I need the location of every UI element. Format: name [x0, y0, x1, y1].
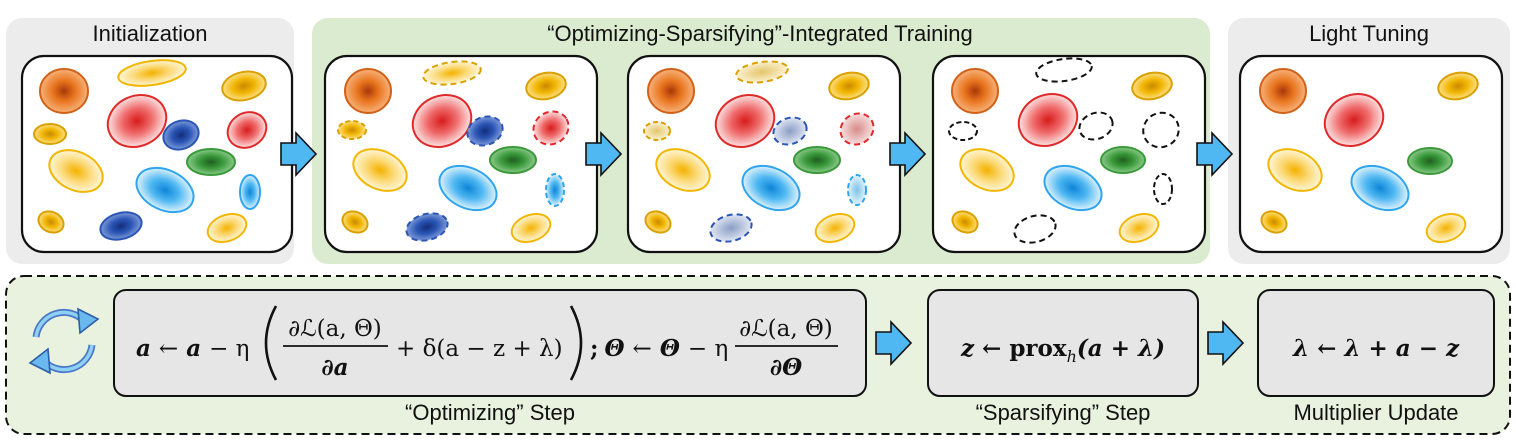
optimizing-equation: a←a− η ∂ℒ(a, Θ) ∂a + δ(a − z + λ) ;Θ←Θ− …	[136, 305, 838, 381]
sparsifying-step-box	[927, 289, 1199, 397]
multiplier-equation: λ ← λ + a − z	[1292, 335, 1460, 362]
svg-text:∂Θ: ∂Θ	[770, 354, 802, 381]
svg-text:a←a− η: a←a− η	[136, 335, 249, 362]
sparsifying-step-label: “Sparsifying” Step	[976, 400, 1151, 425]
sparsifying-equation: z ← proxh(a + λ)	[960, 335, 1165, 366]
optimizing-step-box	[113, 289, 867, 397]
gaussian-canvas-3	[626, 54, 902, 254]
multiplier-update-box	[1257, 289, 1495, 397]
light-tuning-label: Light Tuning	[1309, 21, 1429, 46]
svg-text:∂ℒ(a, Θ): ∂ℒ(a, Θ)	[288, 316, 382, 342]
arrow-right-icon	[280, 131, 318, 177]
arrow-right-icon	[1207, 320, 1245, 366]
optimizing-step-label: “Optimizing” Step	[405, 400, 575, 425]
arrow-right-icon	[875, 320, 913, 366]
gaussian-canvas-4	[931, 54, 1207, 254]
gaussian-canvas-5	[1238, 54, 1504, 254]
arrow-right-icon	[889, 131, 927, 177]
gaussian-canvas-1	[20, 54, 294, 254]
arrow-right-icon	[585, 131, 623, 177]
arrow-right-icon	[1196, 131, 1234, 177]
multiplier-update-label: Multiplier Update	[1293, 400, 1458, 425]
svg-text:+ δ(a − z + λ): + δ(a − z + λ)	[396, 336, 563, 362]
training-label: “Optimizing-Sparsifying”-Integrated Trai…	[547, 21, 973, 46]
gaussian-canvas-2	[323, 54, 599, 254]
refresh-cycle-icon	[28, 307, 100, 375]
svg-text:;Θ←Θ− η: ;Θ←Θ− η	[590, 335, 728, 362]
svg-text:∂a: ∂a	[321, 354, 348, 381]
initialization-label: Initialization	[93, 21, 208, 46]
svg-text:∂ℒ(a, Θ): ∂ℒ(a, Θ)	[739, 316, 833, 342]
